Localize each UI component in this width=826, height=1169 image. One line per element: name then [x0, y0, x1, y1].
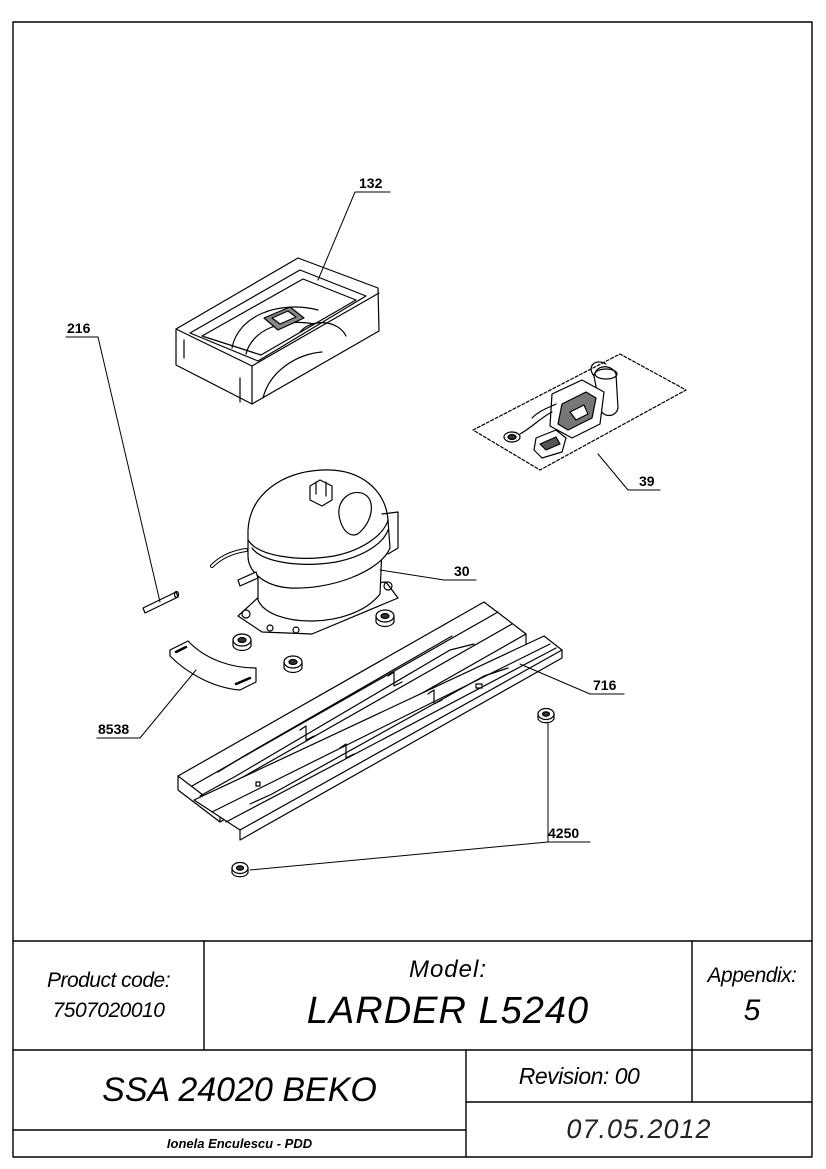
part-4250-nuts — [231, 707, 555, 878]
appendix-label: Appendix: — [707, 963, 797, 987]
callout-216: 216 — [67, 320, 91, 336]
callout-30: 30 — [454, 563, 470, 579]
product-code-value: 7507020010 — [52, 998, 165, 1022]
callout-39: 39 — [639, 473, 655, 489]
appendix-cell: Appendix: 5 — [692, 941, 812, 1050]
revision: Revision: 00 — [518, 1062, 640, 1089]
callout-132: 132 — [359, 175, 383, 191]
part-name: SSA 24020 BEKO — [102, 1070, 377, 1109]
rubber-grommets — [232, 609, 395, 674]
callout-labels: 132 39 216 30 716 8538 4250 — [67, 175, 655, 841]
author: Ionela Enculescu - PDD — [166, 1136, 313, 1151]
callout-4250: 4250 — [548, 825, 579, 841]
product-code-cell: Product code: 7507020010 — [13, 941, 204, 1050]
empty-cell — [692, 1050, 812, 1102]
callout-underlines — [65, 191, 661, 843]
model-value: LARDER L5240 — [306, 989, 590, 1032]
part-30-compressor — [210, 469, 399, 635]
model-cell: Model: LARDER L5240 — [204, 941, 692, 1050]
appendix-value: 5 — [743, 993, 761, 1027]
part-716-mounting-rails — [177, 601, 563, 841]
part-8538-plate — [169, 640, 257, 691]
date: 07.05.2012 — [566, 1114, 712, 1144]
callout-8538: 8538 — [98, 721, 129, 737]
part-216-pin — [142, 590, 180, 614]
title-block: Product code: 7507020010 Model: LARDER L… — [13, 941, 812, 1157]
part-132-cover-tray — [175, 257, 380, 405]
callout-716: 716 — [593, 677, 617, 693]
part-39-electrical-kit — [472, 353, 687, 471]
model-label: Model: — [408, 955, 488, 983]
product-code-label: Product code: — [46, 968, 171, 992]
drawing-frame — [12, 21, 813, 1158]
